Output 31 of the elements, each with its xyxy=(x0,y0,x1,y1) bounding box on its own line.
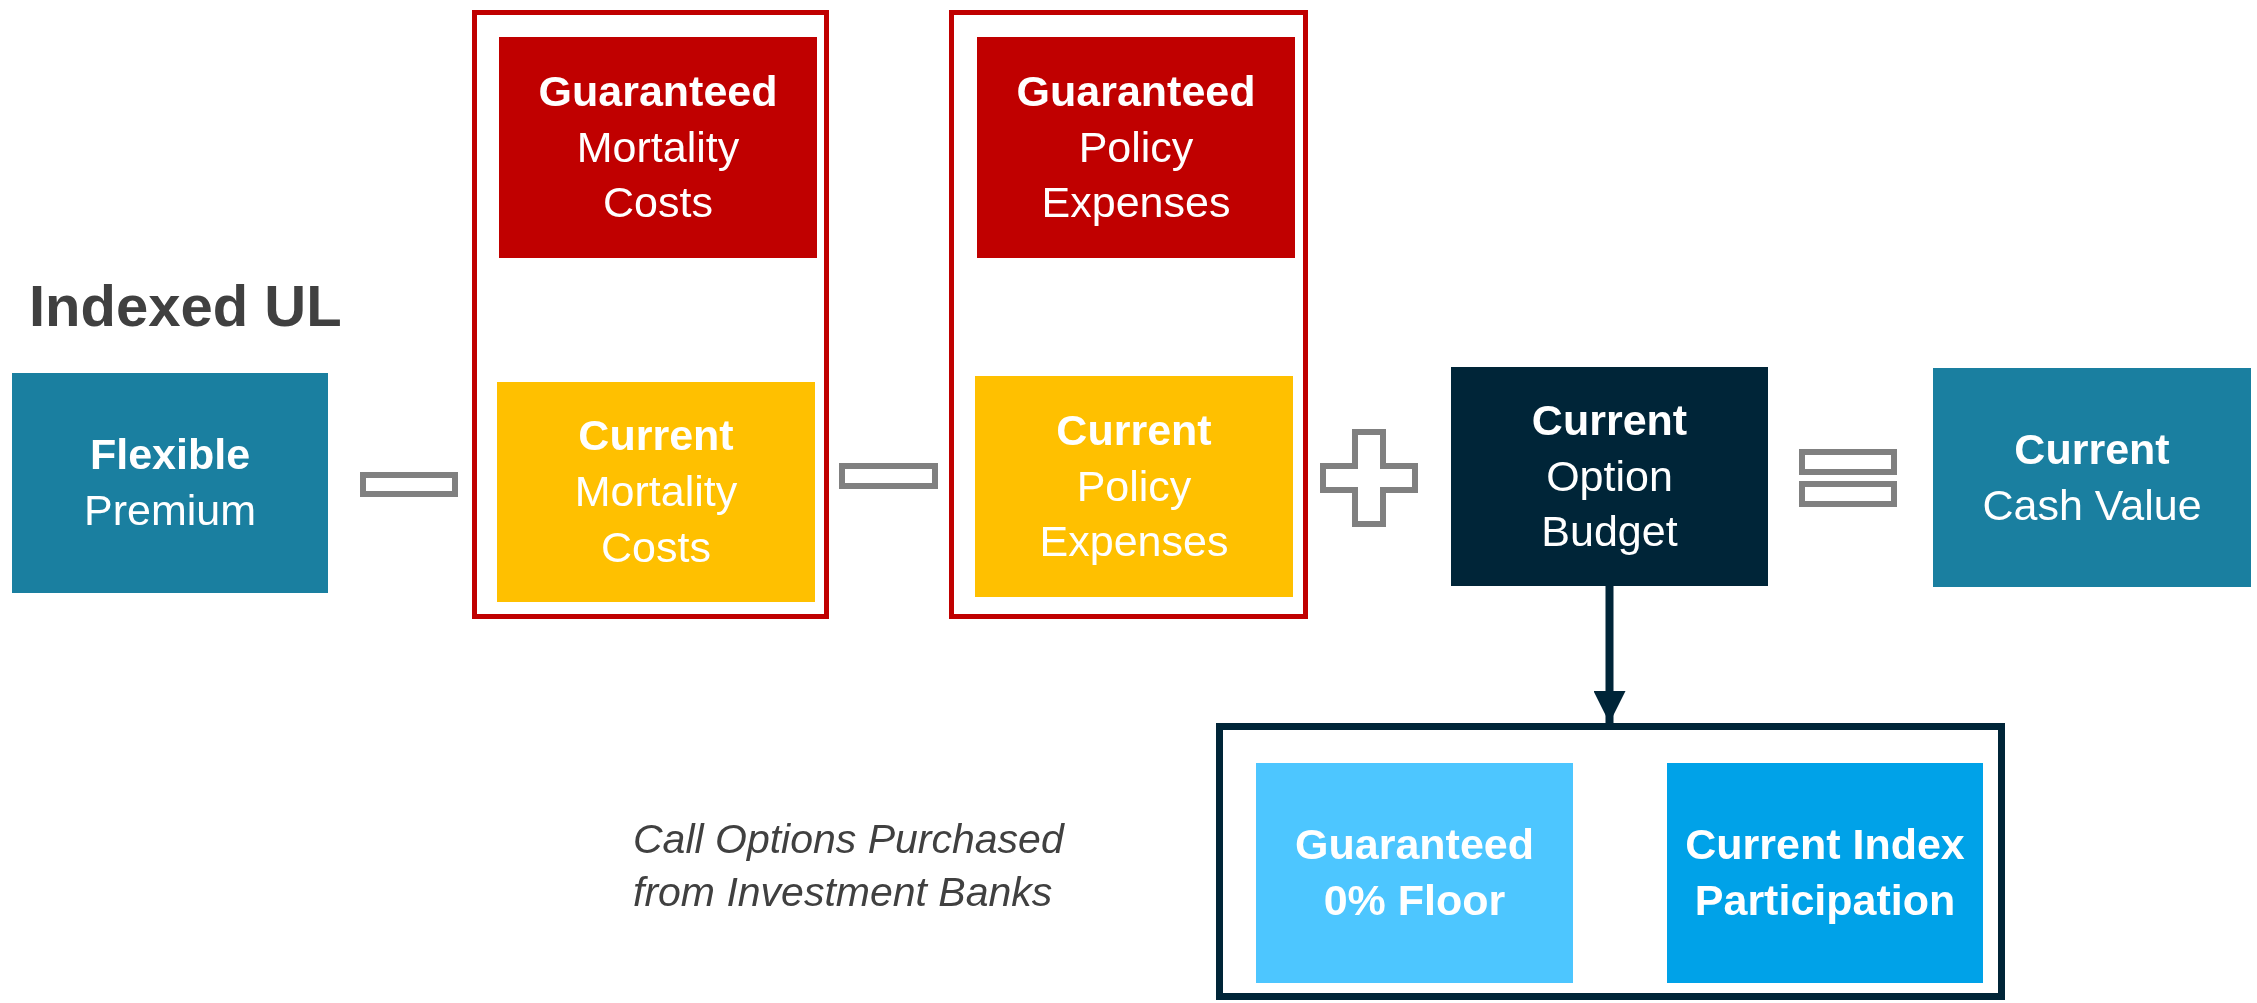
heading-text: Current xyxy=(1531,394,1688,446)
body-text: Option Budget xyxy=(1540,450,1679,558)
process-box xyxy=(1933,368,2251,587)
group-frame xyxy=(472,10,829,619)
process-box xyxy=(1451,367,1768,586)
heading-text: Current xyxy=(2014,423,2170,475)
heading-text: Current Index Participation xyxy=(1684,819,1966,926)
heading-text: Guaranteed 0% Floor xyxy=(1294,819,1535,926)
body-text: Cash Value xyxy=(1982,479,2202,531)
heading-text: Flexible xyxy=(89,429,251,481)
heading-text: Guaranteed xyxy=(538,65,778,117)
process-box xyxy=(977,37,1295,258)
heading-text: Current xyxy=(1056,404,1212,456)
body-text: Mortality Costs xyxy=(575,121,741,229)
diagram-title: Indexed UL xyxy=(29,272,342,339)
body-text: Mortality Costs xyxy=(573,466,739,573)
process-box xyxy=(12,373,328,593)
group-frame xyxy=(1216,723,2005,1000)
body-text: Policy Expenses xyxy=(1040,121,1232,229)
heading-text: Guaranteed xyxy=(1016,65,1256,117)
body-text: Policy Expenses xyxy=(1038,460,1230,568)
process-box xyxy=(1667,763,1983,983)
group-frame xyxy=(949,10,1308,619)
process-box xyxy=(499,37,817,258)
note-text: Call Options Purchased from Investment Banks xyxy=(633,815,1066,918)
process-box xyxy=(975,376,1293,597)
process-box xyxy=(1256,763,1573,983)
arrow xyxy=(1593,586,1626,723)
process-box xyxy=(497,382,815,602)
heading-text: Current xyxy=(578,410,734,462)
body-text: Premium xyxy=(84,485,256,536)
